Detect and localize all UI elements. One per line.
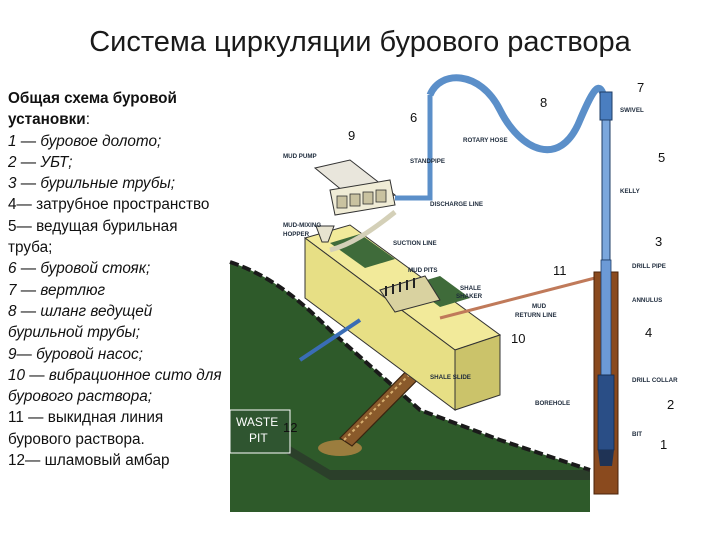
number-2: 2 (667, 397, 674, 412)
number-3: 3 (655, 234, 662, 249)
label-drill-collar: DRILL COLLAR (632, 377, 678, 384)
label-shale-shaker-2: SHAKER (456, 293, 483, 300)
number-6: 6 (410, 110, 417, 125)
label-standpipe: STANDPIPE (410, 158, 445, 165)
number-1: 1 (660, 437, 667, 452)
label-mud-return-2: RETURN LINE (515, 312, 557, 319)
rotary-hose (430, 78, 605, 150)
label-mud-return-1: MUD (532, 303, 547, 310)
label-borehole: BOREHOLE (535, 400, 570, 407)
label-rotary-hose: ROTARY HOSE (463, 137, 508, 144)
number-10: 10 (511, 331, 525, 346)
label-mud-pits: MUD PITS (408, 267, 438, 274)
label-bit: BIT (632, 431, 642, 438)
number-5: 5 (658, 150, 665, 165)
label-kelly: KELLY (620, 188, 641, 195)
drill-bit (598, 450, 614, 466)
label-shale-slide: SHALE SLIDE (430, 374, 471, 381)
label-suction-line: SUCTION LINE (393, 240, 437, 247)
label-annulus: ANNULUS (632, 297, 662, 304)
kelly (602, 120, 610, 260)
label-shale-shaker-1: SHALE (460, 285, 481, 292)
number-11: 11 (553, 263, 567, 278)
number-8: 8 (540, 95, 547, 110)
drill-collar (598, 375, 614, 450)
label-mud-mixing-1: MUD-MIXING (283, 222, 321, 229)
label-discharge-line: DISCHARGE LINE (430, 201, 483, 208)
label-swivel: SWIVEL (620, 107, 644, 114)
number-12: 12 (283, 420, 297, 435)
drill-pipe (601, 260, 611, 375)
number-7: 7 (637, 80, 644, 95)
label-mud-mixing-2: HOPPER (283, 231, 310, 238)
swivel (600, 92, 612, 120)
label-mud-pump: MUD PUMP (283, 153, 317, 160)
waste-pit-label-1: WASTE (236, 415, 278, 429)
waste-pit-label-2: PIT (249, 431, 268, 445)
label-drill-pipe: DRILL PIPE (632, 263, 666, 270)
number-4: 4 (645, 325, 652, 340)
number-9: 9 (348, 128, 355, 143)
